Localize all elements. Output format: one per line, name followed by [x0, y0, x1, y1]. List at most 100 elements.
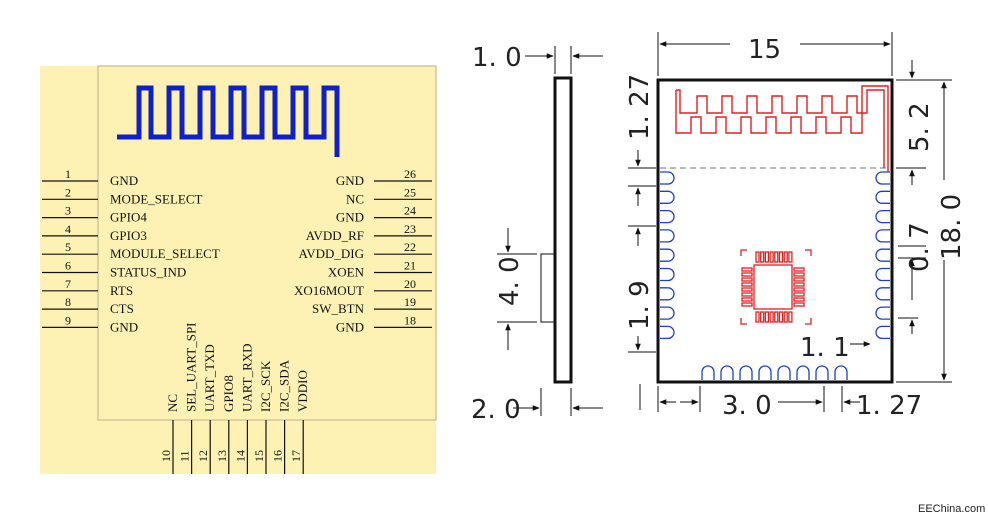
- bottom-pitch-dimension: 1. 27: [856, 391, 922, 421]
- right-pad: [875, 209, 890, 224]
- right-pin-number: 24: [404, 204, 416, 218]
- pad-gap-dimension: 0. 7: [905, 222, 935, 272]
- right-pin-label: AVDD_RF: [306, 228, 364, 243]
- qfn-pad-top: [783, 251, 788, 263]
- qfn-pad-bottom: [783, 311, 788, 323]
- bottom-pin-number: 16: [271, 450, 285, 462]
- bottom-pad: [834, 365, 848, 380]
- qfn-pad-right: [793, 297, 805, 302]
- right-pin-number: 26: [404, 167, 416, 181]
- qfn-chip-footprint: [740, 249, 812, 325]
- qfn-pad-left: [741, 302, 753, 307]
- qfn-pad-left: [741, 292, 753, 297]
- right-pin-label: XOEN: [328, 265, 365, 280]
- bottom-pad: [777, 365, 791, 380]
- bottom-pin-number: 10: [159, 450, 173, 462]
- right-pin-number: 21: [404, 259, 416, 273]
- side-view: [497, 46, 603, 416]
- bottom-pin-number: 12: [196, 450, 210, 462]
- dim-right: [896, 60, 952, 383]
- bottom-pin-label: UART_TXD: [202, 344, 217, 412]
- left-pad: [660, 325, 675, 340]
- right-pad: [875, 267, 890, 282]
- pad-offset-dimension: 1. 1: [800, 333, 850, 363]
- right-pin-label: AVDD_DIG: [299, 246, 364, 261]
- bottom-pin-label: SEL_UART_SPI: [184, 322, 199, 412]
- right-pad: [875, 229, 890, 243]
- dim-bottom: [657, 386, 860, 412]
- pitch-left-dimension: 1. 27: [625, 74, 655, 140]
- qfn-pad-bottom: [764, 311, 770, 323]
- right-pin-number: 25: [404, 185, 416, 199]
- left-pin-label: GPIO3: [110, 228, 147, 243]
- bottom-pin-label: VDDIO: [295, 370, 310, 412]
- qfn-pad-top: [769, 251, 774, 263]
- bottom-pin-number: 14: [233, 450, 247, 462]
- right-pin-number: 18: [404, 313, 416, 327]
- right-pin-label: GND: [336, 173, 364, 188]
- qfn-center-pad: [753, 264, 793, 310]
- qfn-pad-left: [741, 267, 753, 272]
- qfn-pad-left: [741, 282, 753, 287]
- side-top-dimension: 1. 0: [472, 43, 522, 73]
- right-pin-label: NC: [346, 191, 364, 206]
- qfn-pad-bottom: [760, 311, 765, 323]
- right-pad: [875, 190, 890, 204]
- bottom-pad-group: [701, 365, 848, 380]
- qfn-pad-left: [741, 297, 753, 302]
- qfn-pad-right: [793, 272, 805, 277]
- qfn-pad-bottom: [774, 311, 779, 323]
- left-pad: [660, 287, 675, 301]
- right-pin-label: GND: [336, 319, 364, 334]
- bottom-pin-number: 15: [252, 450, 266, 462]
- qfn-pad-left: [741, 272, 753, 277]
- side-view-body: [553, 76, 573, 384]
- left-pin-label: MODE_SELECT: [110, 191, 203, 206]
- left-pin-number: 5: [65, 240, 71, 254]
- footprint-outline: [656, 78, 894, 384]
- qfn-pad-right: [793, 287, 805, 292]
- height-dimension: 18. 0: [937, 194, 967, 260]
- left-pin-number: 9: [65, 313, 71, 327]
- qfn-pad-right: [793, 282, 805, 287]
- bottom-pin-label: GPIO8: [221, 375, 236, 412]
- left-pin-number: 1: [65, 167, 71, 181]
- left-pad: [660, 209, 675, 224]
- bottom-pin-label: UART_RXD: [239, 343, 254, 412]
- right-pad-group: [875, 171, 890, 340]
- right-pin-number: 23: [404, 222, 416, 236]
- left-pad: [660, 267, 675, 282]
- footprint-view: 15 5. 2 18. 0 0. 7: [625, 32, 967, 421]
- source-credit: EEChina.com: [918, 503, 985, 515]
- left-pin-number: 3: [65, 204, 71, 218]
- left-pin-number: 8: [65, 295, 71, 309]
- qfn-pad-left: [741, 287, 753, 292]
- left-pin-number: 2: [65, 185, 71, 199]
- qfn-pad-right: [793, 267, 805, 272]
- dim-width: [657, 32, 893, 76]
- left-pin-label: CTS: [110, 301, 134, 316]
- bottom-pin-label: NC: [165, 394, 180, 412]
- bottom-pad: [701, 365, 715, 380]
- bottom-pad: [758, 365, 772, 380]
- qfn-corner-marks: [740, 249, 812, 325]
- left-pin-label: GND: [110, 173, 138, 188]
- qfn-pad-right: [793, 292, 805, 297]
- bottom-pad: [796, 365, 810, 380]
- qfn-pin-pads: [741, 251, 805, 323]
- bottom-pin-number: 13: [215, 450, 229, 462]
- left-pad-group: [660, 171, 675, 340]
- left-pin-label: GPIO4: [110, 210, 147, 225]
- left-pin-number: 4: [65, 222, 71, 236]
- left-pin-label: STATUS_IND: [110, 265, 186, 280]
- module-body: [97, 65, 437, 421]
- qfn-pad-right: [793, 302, 805, 307]
- left-pad: [660, 248, 675, 262]
- qfn-pad-top: [755, 251, 760, 263]
- left-pin-label: MODULE_SELECT: [110, 246, 220, 261]
- right-pin-label: XO16MOUT: [294, 283, 364, 298]
- left-pin-label: RTS: [110, 283, 133, 298]
- bottom-pad: [739, 365, 753, 380]
- bottom-pin-number: 11: [178, 450, 192, 462]
